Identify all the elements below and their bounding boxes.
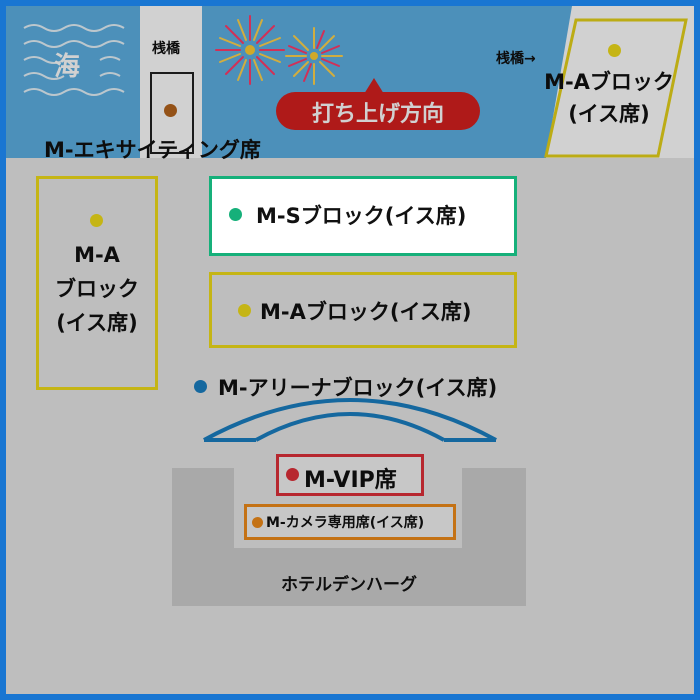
pier-right-label: 桟橋→ bbox=[496, 51, 536, 67]
hotel-label: ホテルデンハーグ bbox=[281, 575, 417, 595]
arena-arc bbox=[203, 398, 497, 442]
wave-icon bbox=[23, 24, 125, 96]
camera-dot bbox=[252, 517, 263, 528]
pier-right bbox=[544, 6, 694, 158]
pier-left-marker bbox=[150, 72, 194, 154]
block-vip bbox=[276, 454, 424, 496]
arena-dot bbox=[194, 380, 207, 393]
direction-arrow-icon bbox=[364, 78, 384, 94]
block-arena-label: M-アリーナブロック(イス席) bbox=[218, 376, 498, 400]
block-ma-center-label: M-Aブロック(イス席) bbox=[260, 300, 472, 324]
pier-left-label: 桟橋 bbox=[152, 41, 180, 57]
block-ma-center bbox=[209, 272, 517, 348]
vip-dot bbox=[286, 468, 299, 481]
block-ma-left-label: M-A ブロック (イス席) bbox=[55, 243, 139, 335]
block-ms-label: M-Sブロック(イス席) bbox=[256, 204, 467, 228]
block-ma-right-label: M-Aブロック (イス席) bbox=[544, 70, 674, 126]
ma-right-dot bbox=[608, 44, 621, 57]
ma-left-dot bbox=[90, 214, 103, 227]
block-camera bbox=[244, 504, 456, 540]
firework-direction-label: 打ち上げ方向 bbox=[311, 102, 444, 127]
block-ms[interactable] bbox=[209, 176, 517, 256]
ms-dot bbox=[229, 208, 242, 221]
ma-center-dot bbox=[238, 304, 251, 317]
block-camera-label: M-カメラ専用席(イス席) bbox=[266, 515, 425, 531]
fireworks-icon bbox=[215, 15, 343, 85]
sea-label: 海 bbox=[54, 52, 81, 82]
block-ma-left bbox=[36, 176, 158, 390]
block-vip-label: M-VIP席 bbox=[304, 468, 397, 493]
excite-seats-label: M-エキサイティング席 bbox=[44, 138, 261, 162]
firework-direction-badge bbox=[276, 92, 480, 130]
pier-left-dot bbox=[164, 104, 177, 117]
